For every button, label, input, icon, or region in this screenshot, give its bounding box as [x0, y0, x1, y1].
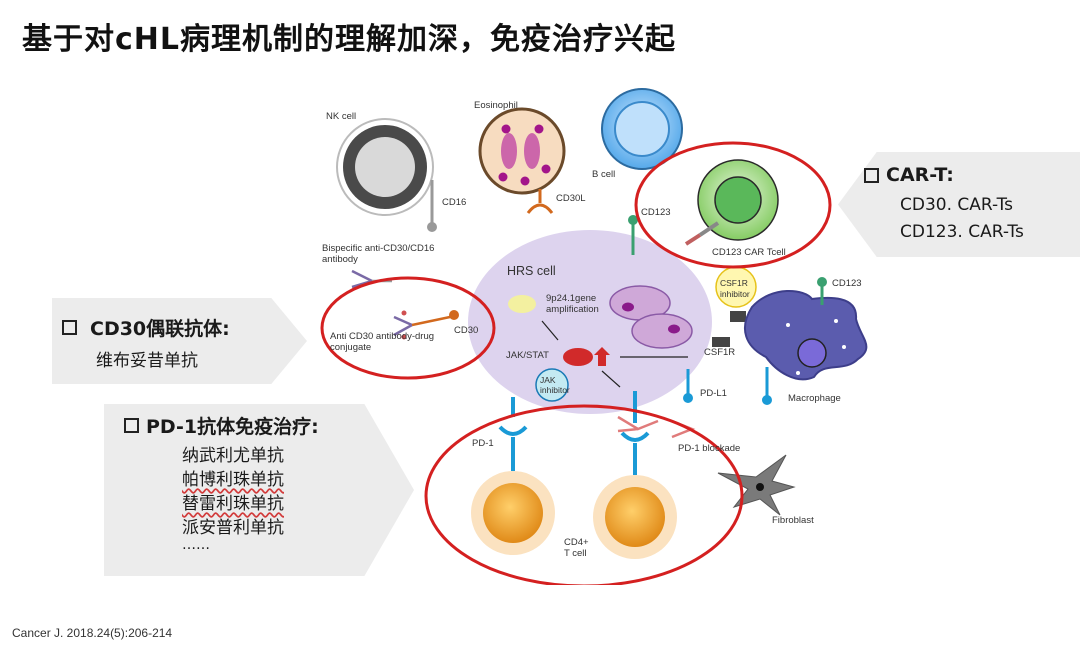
cd30-heading-text: CD30偶联抗体:: [90, 318, 230, 340]
up-arrow-icon: [594, 347, 610, 366]
cd123-car-t-cell: [628, 159, 779, 255]
label-cd123: CD123: [641, 207, 671, 218]
mechanism-diagram: [320, 88, 868, 588]
car-t-item: CD30. CAR-Ts: [900, 195, 1014, 215]
checkbox-icon: [124, 418, 139, 433]
checkbox-icon: [62, 320, 77, 335]
label-amplification: 9p24.1gene amplification: [546, 293, 599, 315]
label-b-cell: B cell: [592, 169, 616, 180]
label-jak-stat: JAK/STAT: [506, 350, 549, 361]
label-hrs-cell: HRS cell: [507, 264, 556, 278]
adc-drug-conjugate: [393, 310, 459, 340]
pd1-blockade-antibody: [617, 415, 696, 439]
label-adc: Anti CD30 antibody-drug conjugate: [330, 331, 435, 353]
pd1-item: 派安普利单抗: [182, 518, 284, 538]
b-cell: [601, 88, 683, 170]
jak-inhibitor: [535, 368, 569, 402]
label-cd16: CD16: [442, 197, 467, 208]
pd1-callout: [104, 404, 414, 576]
car-t-heading-text: CAR-T:: [886, 164, 954, 186]
label-cd30: CD30: [454, 325, 479, 336]
pd1-item: ……: [182, 537, 210, 553]
hrs-mechanism-figure: NK cell Eosinophil B cell CD16 CD30L CD1…: [300, 85, 880, 588]
label-eosinophil: Eosinophil: [474, 100, 518, 111]
pd1-heading: PD-1抗体免疫治疗:: [124, 412, 319, 439]
hrs-nucleus: [631, 313, 693, 349]
pd1-receptor-left: [498, 397, 528, 471]
label-macrophage: Macrophage: [788, 393, 841, 404]
label-pd-1: PD-1: [472, 438, 494, 449]
label-cd123-car-t: CD123 CAR Tcell: [712, 247, 786, 258]
highlight-car-t: [634, 141, 832, 269]
highlight-adc: [320, 276, 496, 380]
cd30-callout: [52, 298, 307, 384]
car-t-heading: CAR-T:: [864, 164, 954, 186]
macrophage: [743, 277, 868, 405]
car-t-item: CD123. CAR-Ts: [900, 222, 1024, 242]
label-bispecific: Bispecific anti-CD30/CD16 antibody: [322, 243, 435, 265]
pd1-heading-text: PD-1抗体免疫治疗:: [146, 416, 319, 438]
pd1-item: 替雷利珠单抗: [182, 494, 284, 514]
eosinophil: [478, 107, 566, 214]
label-csf1r: CSF1R: [704, 347, 736, 358]
pd1-item: 帕博利珠单抗: [182, 470, 284, 490]
amplification-blob: [508, 295, 536, 313]
pd1-item: 纳武利尤单抗: [182, 446, 284, 466]
slide-title: 基于对cHL病理机制的理解加深，免疫治疗兴起: [22, 22, 677, 57]
label-cd123-macrophage: CD123: [832, 278, 862, 289]
checkbox-icon: [864, 167, 879, 183]
citation: Cancer J. 2018.24(5):206-214: [12, 626, 173, 640]
label-jak-inhibitor: JAK inhibitor: [540, 375, 570, 395]
label-cd4-t-cell: CD4+ T cell: [564, 537, 589, 559]
label-cd30l: CD30L: [556, 193, 586, 204]
pd1-receptor-right: [620, 391, 650, 475]
fibroblast: [717, 454, 796, 516]
hrs-cell: [468, 230, 712, 414]
label-fibroblast: Fibroblast: [772, 515, 814, 526]
label-csf1r-inhibitor: CSF1R inhibitor: [720, 278, 750, 299]
nk-cell: [336, 118, 437, 232]
jak-stat-signal: [563, 348, 593, 366]
cd30-item: 维布妥昔单抗: [96, 351, 198, 371]
cd30-heading: CD30偶联抗体:: [62, 314, 230, 341]
label-nk-cell: NK cell: [326, 111, 357, 122]
label-pd-l1: PD-L1: [700, 388, 727, 399]
label-pd-1-blockade: PD-1 blockade: [678, 443, 741, 454]
